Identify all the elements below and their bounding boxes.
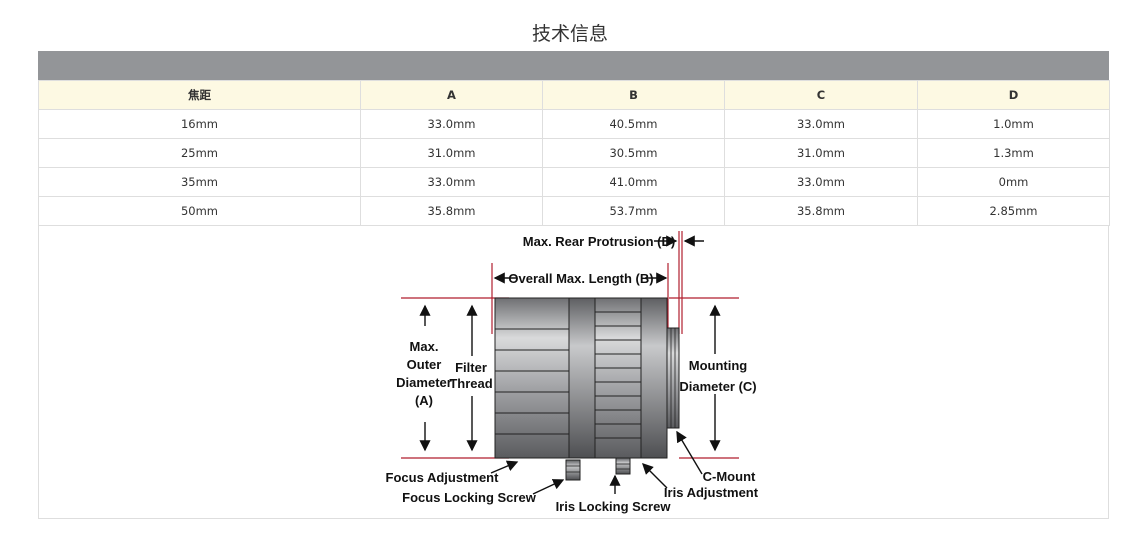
table-cell: 40.5mm [542,109,725,139]
table-header-row: 焦距 A B C D [38,80,1110,110]
table-cell: 35mm [38,167,361,197]
rear-protrusion-label: Max. Rear Protrusion (D) [523,234,675,249]
outer-diameter-label-line4: (A) [415,393,433,408]
table-row: 16mm 33.0mm 40.5mm 33.0mm 1.0mm [38,109,1110,139]
dimension-arrows [419,235,721,495]
table-cell: 0mm [917,167,1110,197]
table-cell: 33.0mm [360,167,543,197]
focus-adjustment-label: Focus Adjustment [386,470,500,485]
table-cell: 1.3mm [917,138,1110,168]
table-cell: 41.0mm [542,167,725,197]
table-cell: 31.0mm [360,138,543,168]
focus-locking-screw-label: Focus Locking Screw [402,490,537,505]
table-cell: 33.0mm [360,109,543,139]
header-c: C [724,80,918,110]
header-d: D [917,80,1110,110]
table-cell: 2.85mm [917,196,1110,226]
table-row: 25mm 31.0mm 30.5mm 31.0mm 1.3mm [38,138,1110,168]
outer-diameter-label-line3: Diameter [396,375,452,390]
table-row: 35mm 33.0mm 41.0mm 33.0mm 0mm [38,167,1110,197]
spec-table-container: 焦距 A B C D 16mm 33.0mm 40.5mm 33.0mm 1.0… [38,51,1110,519]
table-banner [38,51,1109,80]
table-cell: 35.8mm [724,196,918,226]
iris-adjustment-label: Iris Adjustment [664,485,759,500]
table-cell: 31.0mm [724,138,918,168]
table-cell: 50mm [38,196,361,226]
table-cell: 53.7mm [542,196,725,226]
overall-length-label: Overall Max. Length (B) [508,271,653,286]
table-cell: 25mm [38,138,361,168]
table-cell: 1.0mm [917,109,1110,139]
table-cell: 33.0mm [724,167,918,197]
mounting-diameter-label-line2: Diameter (C) [679,379,756,394]
mounting-diameter-label-line1: Mounting [689,358,748,373]
filter-thread-label-line2: Thread [449,376,492,391]
header-a: A [360,80,543,110]
filter-thread-label-line1: Filter [455,360,487,375]
header-focal-length: 焦距 [38,80,361,110]
spec-table: 焦距 A B C D 16mm 33.0mm 40.5mm 33.0mm 1.0… [38,80,1110,226]
dimension-reference-lines [401,231,739,459]
lens-body [494,297,680,481]
lens-diagram-svg: Max. Rear Protrusion (D) Overall Max. Le… [386,231,759,514]
table-cell: 30.5mm [542,138,725,168]
page-title: 技术信息 [531,23,608,45]
outer-diameter-label-line1: Max. [410,339,439,354]
table-cell: 16mm [38,109,361,139]
lens-dimension-diagram: Max. Rear Protrusion (D) Overall Max. Le… [38,226,1109,519]
outer-diameter-label-line2: Outer [407,357,442,372]
iris-locking-screw-label: Iris Locking Screw [556,499,672,514]
table-row: 50mm 35.8mm 53.7mm 35.8mm 2.85mm [38,196,1110,226]
header-b: B [542,80,725,110]
table-cell: 35.8mm [360,196,543,226]
table-cell: 33.0mm [724,109,918,139]
c-mount-label: C-Mount [703,469,756,484]
